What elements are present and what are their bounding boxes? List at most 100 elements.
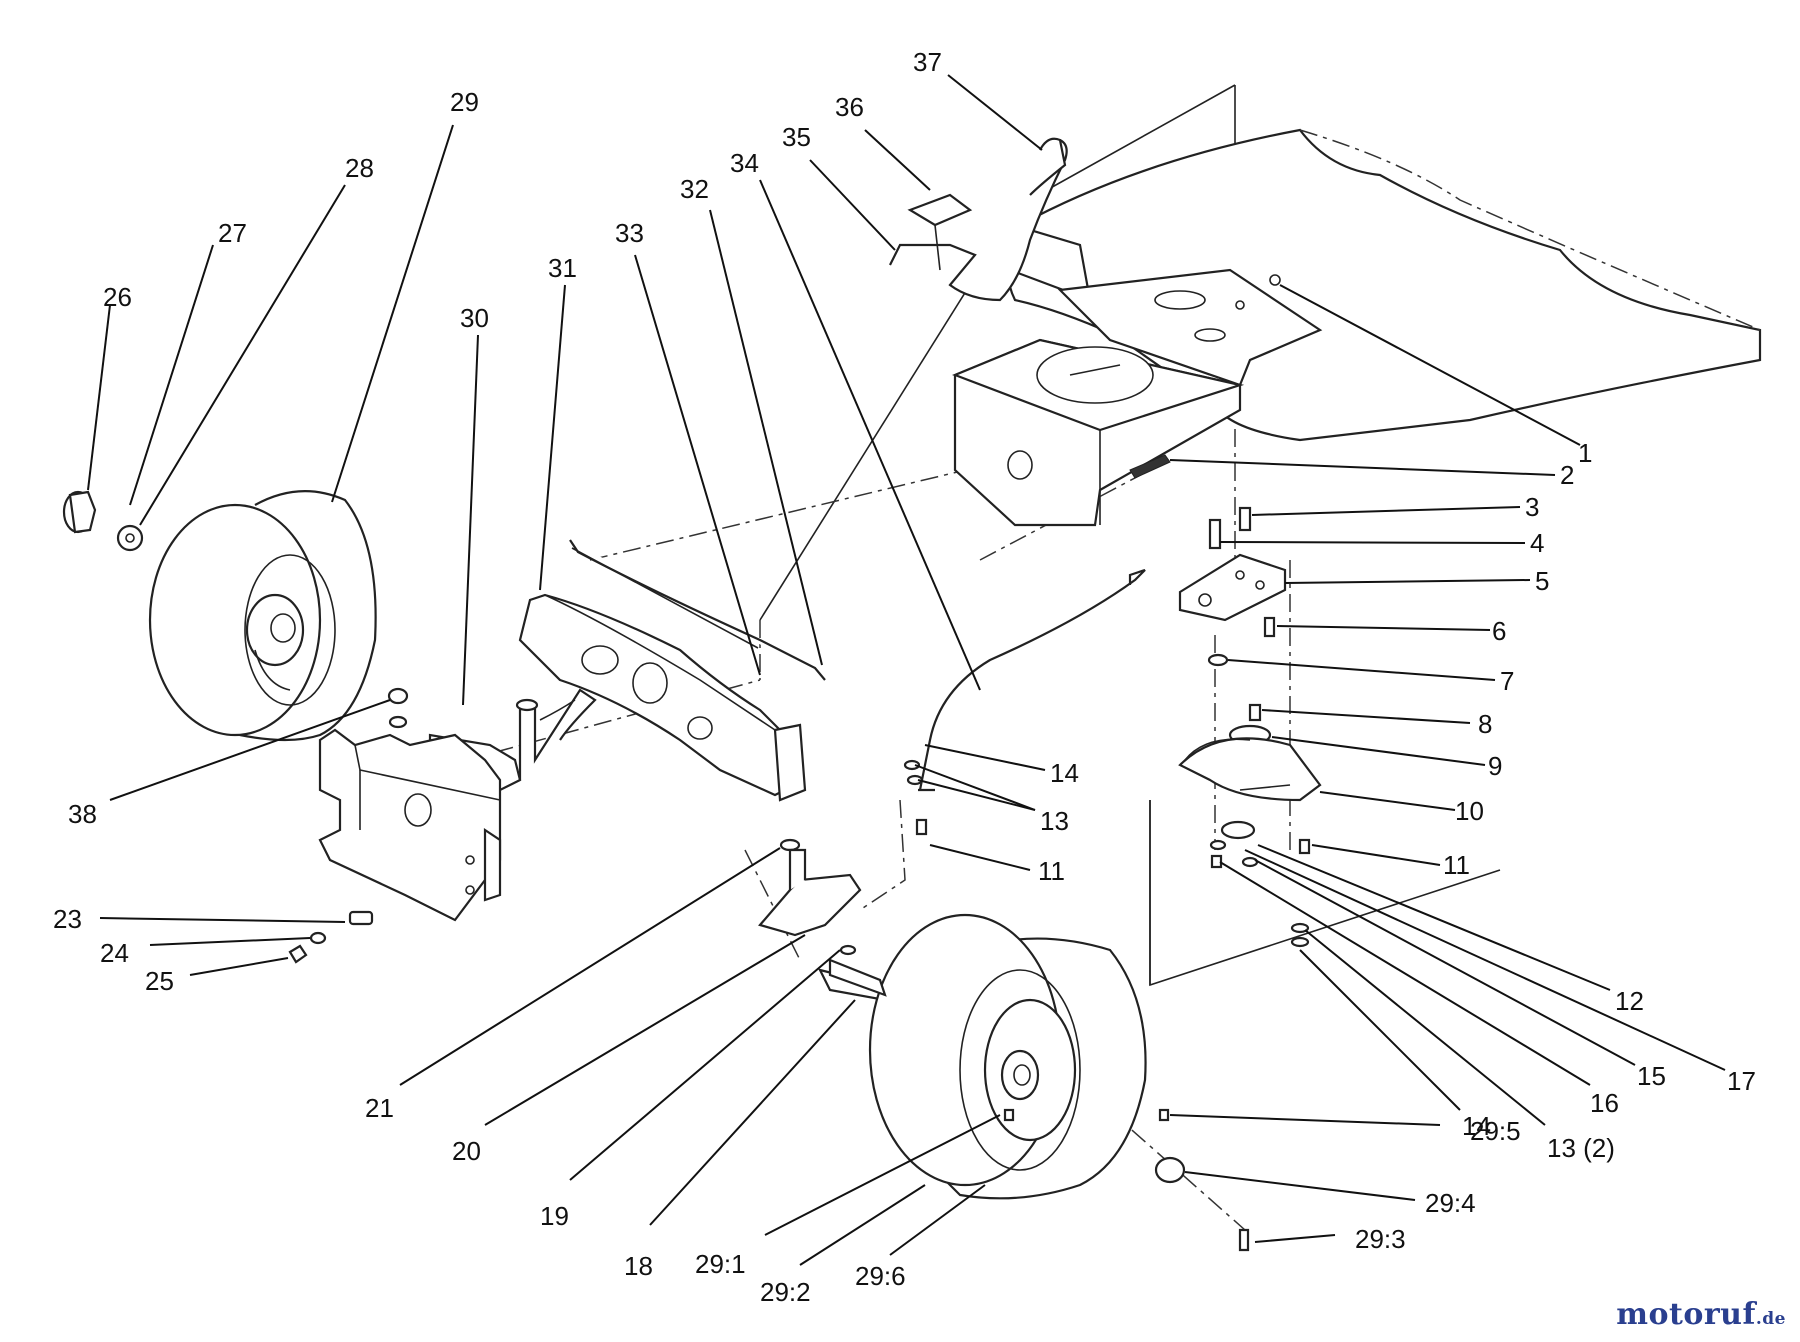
leader-10 <box>1319 791 1456 811</box>
callout-1: 1 <box>1578 438 1592 468</box>
callout-15: 15 <box>1637 1061 1666 1091</box>
callout-5: 5 <box>1535 566 1549 596</box>
leader-29-6 <box>889 1184 986 1256</box>
front-axle <box>518 593 807 802</box>
callout-24: 24 <box>100 938 129 968</box>
leader-29-3 <box>1254 1234 1336 1243</box>
callout-7: 7 <box>1500 666 1514 696</box>
callout-32: 32 <box>680 174 709 204</box>
leader-29 <box>331 124 454 503</box>
leader-13a-1 <box>914 764 1036 811</box>
callout-37: 37 <box>913 47 942 77</box>
watermark-tld: .de <box>1755 1309 1786 1329</box>
leader-3 <box>1251 506 1521 516</box>
leader-1 <box>1279 284 1581 446</box>
leader-37 <box>947 74 1043 151</box>
leader-9 <box>1271 736 1486 766</box>
callout-12: 12 <box>1615 986 1644 1016</box>
callout-27: 27 <box>218 218 247 248</box>
steering-rod-assembly <box>889 137 1068 302</box>
callout-14a: 14 <box>1050 758 1079 788</box>
callout-28: 28 <box>345 153 374 183</box>
callout-labels: 1 2 3 4 5 6 7 8 9 10 11 11 12 13 13 (2) … <box>53 47 1756 1307</box>
leader-8 <box>1261 709 1471 724</box>
left-wheel <box>62 490 409 742</box>
leader-18 <box>649 999 856 1226</box>
leader-25 <box>189 957 289 976</box>
leader-7 <box>1227 659 1496 681</box>
callout-17: 17 <box>1727 1066 1756 1096</box>
leader-12 <box>1257 844 1611 991</box>
leader-23 <box>99 917 346 923</box>
leader-29-1 <box>764 1114 1001 1236</box>
callout-31: 31 <box>548 253 577 283</box>
leader-32 <box>709 209 823 666</box>
callout-16: 16 <box>1590 1088 1619 1118</box>
watermark-logo: motoruf.de <box>1616 1297 1786 1332</box>
leader-14a <box>924 744 1046 771</box>
callout-14b: 14 <box>1462 1111 1491 1141</box>
steering-bearing-stack <box>1178 506 1322 948</box>
callout-33: 33 <box>615 218 644 248</box>
callout-13a: 13 <box>1040 806 1069 836</box>
leader-26 <box>87 304 111 491</box>
callout-9: 9 <box>1488 751 1502 781</box>
leader-11b <box>1311 844 1441 866</box>
watermark-name: motoruf <box>1616 1297 1756 1332</box>
leader-30 <box>462 334 479 706</box>
leader-35 <box>809 159 896 251</box>
callout-21: 21 <box>365 1093 394 1123</box>
drag-link <box>903 568 1146 836</box>
tie-rod <box>569 539 826 681</box>
callout-25: 25 <box>145 966 174 996</box>
leader-33 <box>634 254 761 676</box>
callout-30: 30 <box>460 303 489 333</box>
leader-2 <box>1169 459 1556 476</box>
callout-23: 23 <box>53 904 82 934</box>
callout-20: 20 <box>452 1136 481 1166</box>
callout-36: 36 <box>835 92 864 122</box>
right-wheel <box>828 913 1250 1252</box>
callout-11a: 11 <box>1038 856 1065 886</box>
callout-35: 35 <box>782 122 811 152</box>
callout-29: 29 <box>450 87 479 117</box>
leader-29-2 <box>799 1184 926 1266</box>
callout-4: 4 <box>1530 528 1544 558</box>
leader-34 <box>759 179 981 691</box>
axle-mount-plate <box>318 728 502 922</box>
callout-11b: 11 <box>1443 850 1470 880</box>
leader-19 <box>569 949 841 1181</box>
callout-3: 3 <box>1525 492 1539 522</box>
leader-21 <box>399 847 781 1086</box>
leader-38 <box>109 699 391 801</box>
callout-26: 26 <box>103 282 132 312</box>
callout-29-6: 29:6 <box>855 1261 906 1291</box>
leader-31 <box>539 284 566 591</box>
left-fasteners <box>288 715 408 964</box>
callout-29-2: 29:2 <box>760 1277 811 1307</box>
leader-4 <box>1219 541 1526 544</box>
callout-2: 2 <box>1560 460 1574 490</box>
callout-13b: 13 (2) <box>1547 1133 1615 1163</box>
frame-box <box>952 338 1245 527</box>
leader-29-5 <box>1169 1114 1441 1126</box>
leader-5 <box>1284 579 1531 584</box>
leader-28 <box>139 184 346 526</box>
callout-29-5: 29:5 <box>1470 1116 1521 1146</box>
callout-34: 34 <box>730 148 759 178</box>
leader-27 <box>129 244 214 506</box>
steering-plate <box>1057 268 1323 387</box>
callout-6: 6 <box>1492 616 1506 646</box>
leader-14b <box>1299 949 1461 1111</box>
callout-19: 19 <box>540 1201 569 1231</box>
leader-36 <box>864 129 931 191</box>
callout-29-3: 29:3 <box>1355 1224 1406 1254</box>
callout-29-1: 29:1 <box>695 1249 746 1279</box>
leader-11a <box>929 844 1031 871</box>
callout-18: 18 <box>624 1251 653 1281</box>
leader-17 <box>1244 849 1726 1071</box>
leader-16 <box>1219 861 1591 1086</box>
callout-29-4: 29:4 <box>1425 1188 1476 1218</box>
leader-6 <box>1276 625 1491 631</box>
